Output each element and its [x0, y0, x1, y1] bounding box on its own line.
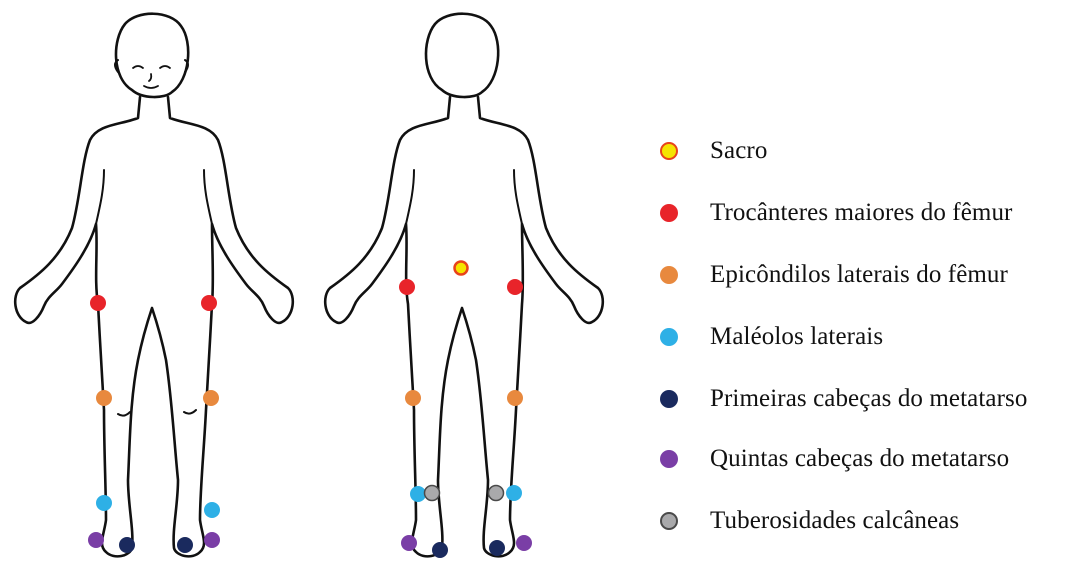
epicondilos-marker [203, 390, 219, 406]
epicondilos-marker [405, 390, 421, 406]
tuberosidades-marker-icon [660, 512, 678, 530]
maleolos-marker-icon [660, 328, 678, 346]
tuberosidades-marker [425, 486, 440, 501]
maleolos-marker [204, 502, 220, 518]
body-figures [0, 0, 620, 566]
legend-item-trocanteres: Trocânteres maiores do fêmur [660, 198, 1012, 228]
quintas-marker [401, 535, 417, 551]
legend-item-tuberosidades: Tuberosidades calcâneas [660, 506, 959, 536]
legend-label: Epicôndilos laterais do fêmur [710, 261, 1008, 289]
quintas-marker [204, 532, 220, 548]
back-body-figure [325, 14, 603, 557]
epicondilos-marker [96, 390, 112, 406]
trocanteres-marker [399, 279, 415, 295]
quintas-marker [88, 532, 104, 548]
trocanteres-marker-icon [660, 204, 678, 222]
legend-label: Tuberosidades calcâneas [710, 507, 959, 535]
back-head-outline [426, 14, 498, 97]
maleolos-marker [506, 485, 522, 501]
primeiras-marker [177, 537, 193, 553]
front-body-figure [15, 14, 293, 557]
epicondilos-marker [507, 390, 523, 406]
sacro-marker [455, 262, 468, 275]
quintas-marker-icon [660, 450, 678, 468]
maleolos-marker [96, 495, 112, 511]
front-head-outline [116, 14, 188, 97]
legend-item-primeiras: Primeiras cabeças do metatarso [660, 384, 1027, 414]
quintas-marker [516, 535, 532, 551]
tuberosidades-marker [489, 486, 504, 501]
front-face [133, 66, 170, 88]
marker-layer [88, 262, 532, 559]
primeiras-marker-icon [660, 390, 678, 408]
legend-item-quintas: Quintas cabeças do metatarso [660, 444, 1009, 474]
primeiras-marker [489, 540, 505, 556]
primeiras-marker [119, 537, 135, 553]
trocanteres-marker [90, 295, 106, 311]
back-body-outline [325, 97, 603, 556]
legend-label: Maléolos laterais [710, 323, 883, 351]
legend-item-sacro: Sacro [660, 136, 767, 166]
maleolos-marker [410, 486, 426, 502]
legend-label: Trocânteres maiores do fêmur [710, 199, 1012, 227]
sacro-marker-icon [660, 142, 678, 160]
trocanteres-marker [201, 295, 217, 311]
epicondilos-marker-icon [660, 266, 678, 284]
legend-label: Quintas cabeças do metatarso [710, 445, 1009, 473]
front-body-outline [15, 97, 293, 556]
legend-label: Sacro [710, 137, 767, 165]
legend-item-maleolos: Maléolos laterais [660, 322, 883, 352]
legend-item-epicondilos: Epicôndilos laterais do fêmur [660, 260, 1008, 290]
trocanteres-marker [507, 279, 523, 295]
legend-label: Primeiras cabeças do metatarso [710, 385, 1027, 413]
primeiras-marker [432, 542, 448, 558]
